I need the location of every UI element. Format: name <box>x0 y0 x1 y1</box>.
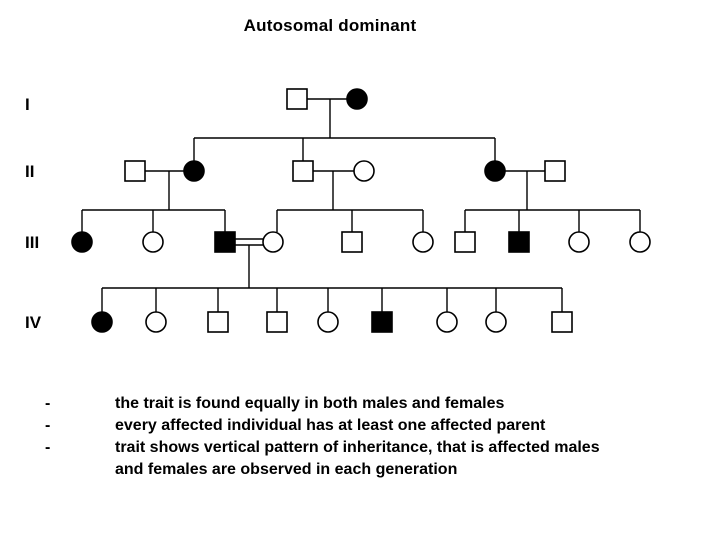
note-text: the trait is found equally in both males… <box>115 395 505 412</box>
person-IV-3-unaffected-male <box>207 311 229 333</box>
person-I-1-unaffected-male <box>286 88 308 110</box>
note-item: - trait shows vertical pattern of inherit… <box>45 437 620 481</box>
person-III-2-unaffected-female <box>142 231 164 253</box>
generation-label-I: I <box>25 95 30 114</box>
person-IV-2-unaffected-female <box>145 311 167 333</box>
note-item: - the trait is found equally in both male… <box>45 393 620 415</box>
person-IV-1-affected-female <box>91 311 113 333</box>
person-III-8-affected-male <box>508 231 530 253</box>
person-III-9-unaffected-female <box>568 231 590 253</box>
generation-label-II: II <box>25 162 34 181</box>
generation-label-III: III <box>25 233 39 252</box>
person-II-3-unaffected-male <box>292 160 314 182</box>
person-IV-9-unaffected-male <box>551 311 573 333</box>
notes-list: - the trait is found equally in both male… <box>45 393 620 481</box>
page-title: Autosomal dominant <box>243 16 417 35</box>
person-IV-4-unaffected-male <box>266 311 288 333</box>
person-IV-7-unaffected-female <box>436 311 458 333</box>
note-text: every affected individual has at least o… <box>115 417 546 434</box>
person-III-5-unaffected-male <box>341 231 363 253</box>
person-II-4-unaffected-female <box>353 160 375 182</box>
person-IV-6-affected-male <box>371 311 393 333</box>
person-IV-5-unaffected-female <box>317 311 339 333</box>
person-III-3-affected-male <box>214 231 236 253</box>
bullet-dash: - <box>45 439 51 456</box>
note-item: - every affected individual has at least … <box>45 415 620 437</box>
person-I-2-affected-female <box>346 88 368 110</box>
person-II-1-unaffected-male <box>124 160 146 182</box>
person-III-10-unaffected-female <box>629 231 651 253</box>
person-III-1-affected-female <box>71 231 93 253</box>
person-II-2-affected-female <box>183 160 205 182</box>
note-text: trait shows vertical pattern of inherita… <box>115 439 600 478</box>
person-IV-8-unaffected-female <box>485 311 507 333</box>
bullet-dash: - <box>45 395 51 412</box>
bullet-dash: - <box>45 417 51 434</box>
person-III-4-unaffected-female <box>262 231 284 253</box>
person-II-5-affected-female <box>484 160 506 182</box>
person-III-7-unaffected-male <box>454 231 476 253</box>
person-II-6-unaffected-male <box>544 160 566 182</box>
person-III-6-unaffected-female <box>412 231 434 253</box>
generation-label-IV: IV <box>25 313 42 332</box>
